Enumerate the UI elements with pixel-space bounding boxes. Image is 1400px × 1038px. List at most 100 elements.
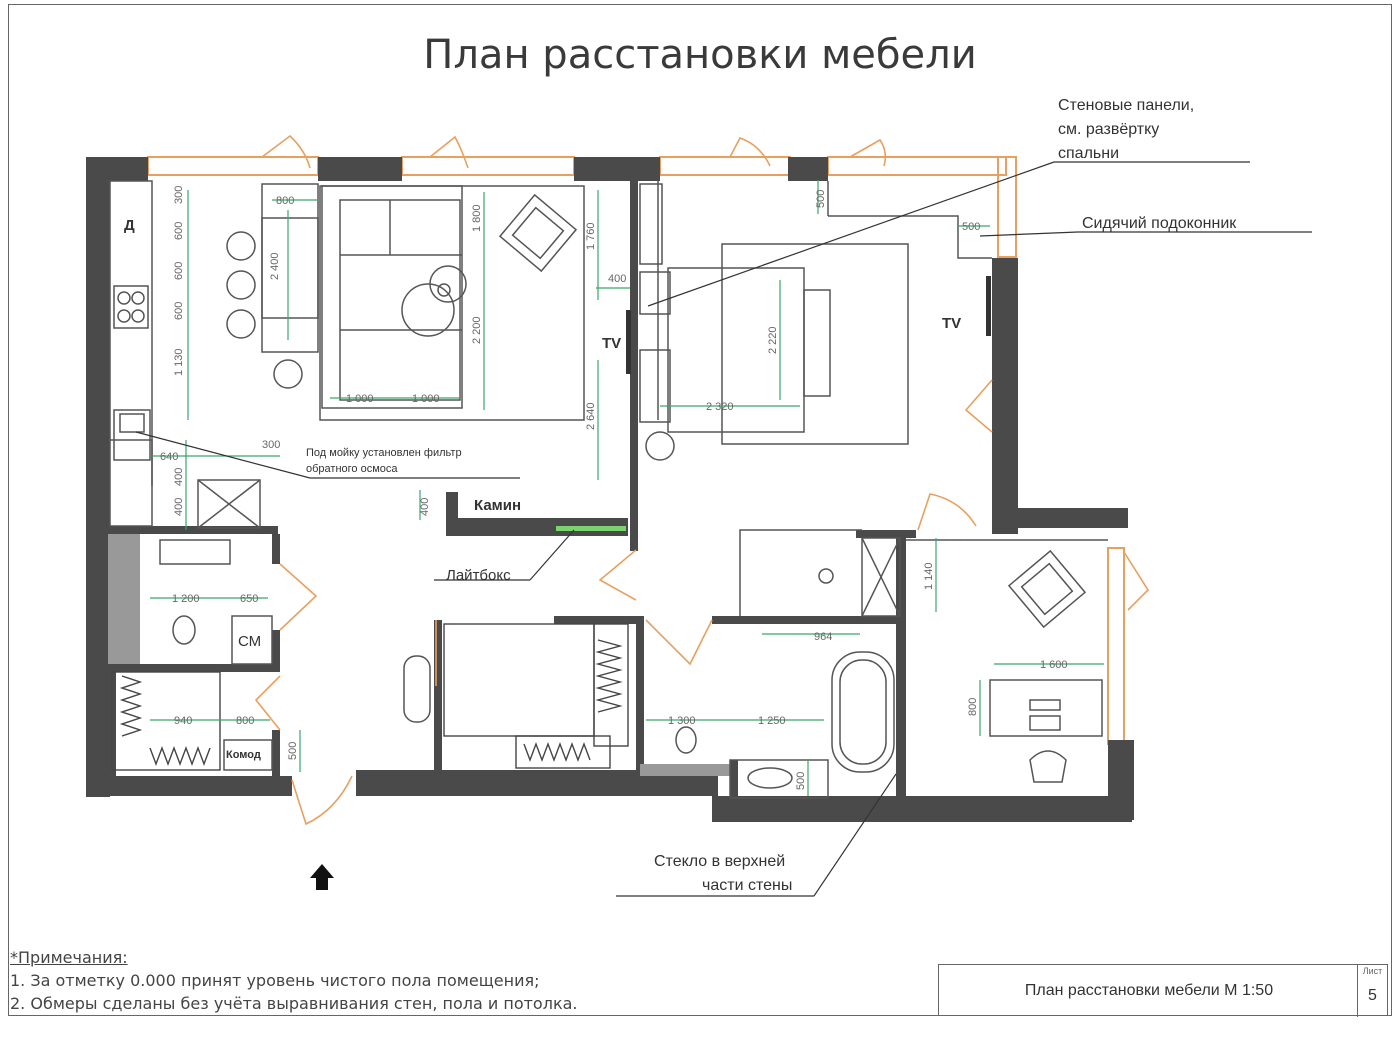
notes-line-1: 1. За отметку 0.000 принят уровень чисто… [10, 971, 540, 990]
window-bedroom-2 [827, 156, 1007, 176]
nightstand-2 [639, 349, 671, 423]
window-corner [997, 156, 1017, 258]
dim-text: 1 200 [172, 593, 200, 605]
dresser-box [223, 739, 273, 771]
bar-stool-4 [273, 359, 303, 389]
bench [403, 655, 431, 723]
dim-text: 300 [173, 186, 185, 204]
nightstand-1 [639, 271, 671, 315]
walls [86, 157, 1134, 822]
coffee-table-1 [401, 283, 455, 337]
window-living-1 [147, 156, 319, 176]
dim-text: 400 [173, 468, 185, 486]
washer-label: СМ [238, 633, 261, 650]
tv-label-1: TV [602, 335, 621, 352]
title-block: План расстановки мебели М 1:50 Лист 5 [938, 964, 1388, 1017]
dim-text: 1 130 [173, 348, 185, 376]
lightbox-label: Лайтбокс [446, 567, 511, 584]
dresser-label: Комод [226, 749, 261, 761]
fireplace-wall [446, 518, 628, 536]
dimension-lines [150, 180, 1104, 796]
glass-note-2: части стены [702, 877, 792, 894]
tv-panel-1 [626, 310, 631, 374]
kitchen-cabinet [197, 479, 261, 529]
leader-lines [135, 161, 1312, 897]
window-seat-label: Сидячий подоконник [1082, 215, 1237, 232]
entrance-arrow-icon [310, 864, 334, 890]
filter-note-1: Под мойку установлен фильтр [306, 447, 462, 459]
dim-text: 400 [608, 273, 626, 285]
filter-note-2: обратного осмоса [306, 463, 398, 475]
window-living-2 [401, 156, 575, 176]
sheet-cell: Лист 5 [1357, 965, 1387, 1017]
dim-text: 1 800 [471, 204, 483, 232]
toilet-master [675, 726, 697, 754]
dim-text: 800 [967, 698, 979, 716]
drawing-frame [8, 4, 1392, 1016]
wall-top-mid1 [318, 157, 402, 181]
bar-stool-1 [226, 231, 256, 261]
doors [254, 134, 1150, 826]
cooktop [113, 285, 149, 329]
fridge-label: Д [124, 217, 135, 234]
plan-title: План расстановки мебели [423, 32, 977, 78]
living-rug [319, 185, 585, 421]
bed-headboard [803, 289, 831, 397]
wall-top-mid2 [574, 157, 660, 181]
wardrobes [111, 623, 629, 771]
fireplace-label: Камин [474, 497, 521, 514]
wall-bottom-right [712, 796, 1132, 822]
wardrobe-zigzag-3 [595, 639, 623, 713]
dim-text: 500 [962, 221, 980, 233]
washer-box [231, 615, 273, 665]
toilet-guest [172, 615, 196, 645]
dim-text: 2 200 [471, 316, 483, 344]
dim-text: 800 [276, 195, 294, 207]
armchair-living [498, 193, 578, 273]
dim-text: 1 760 [585, 222, 597, 250]
sink-guest [159, 539, 231, 565]
sink-master [747, 767, 793, 789]
dim-text: 2 400 [269, 252, 281, 280]
double-bed [667, 267, 805, 433]
window-office [1107, 547, 1125, 745]
sheet-label: Лист [1362, 966, 1383, 976]
bath-office-furniture [159, 539, 1103, 789]
wall-panels-label-1: Стеновые панели, [1058, 97, 1194, 114]
notes-block: *Примечания: 1. За отметку 0.000 принят … [10, 946, 578, 1015]
interior-lines [108, 180, 1108, 799]
dim-text: 500 [287, 742, 299, 760]
bar-stool-2 [226, 270, 256, 300]
dim-text: 2 640 [585, 402, 597, 430]
tv-units [626, 276, 991, 374]
lightbox-strip [556, 526, 626, 531]
wall-top-mid3 [788, 157, 828, 181]
dim-text: 600 [173, 262, 185, 280]
dim-text: 400 [173, 498, 185, 516]
dim-text: 1 300 [668, 715, 696, 727]
dim-text: 400 [419, 498, 431, 516]
dim-text: 964 [814, 631, 832, 643]
dim-text: 500 [795, 772, 807, 790]
sheet-number: 5 [1368, 987, 1377, 1004]
shower-box [861, 537, 901, 617]
office-chair [1029, 750, 1067, 783]
wall-panels-label-2: см. развёртку [1058, 121, 1159, 138]
coffee-table-2 [429, 265, 467, 303]
dim-text: 1 140 [923, 562, 935, 590]
wall-panels-label-3: спальни [1058, 145, 1119, 162]
wall-living-bedroom [630, 181, 638, 551]
kitchen-sink [113, 409, 151, 461]
desk [989, 679, 1103, 737]
dim-text: 1 000 [346, 393, 374, 405]
bathtub [831, 651, 895, 773]
wardrobe-zigzag-2 [149, 746, 211, 766]
title-block-text: План расстановки мебели М 1:50 [1024, 982, 1274, 999]
dim-text: 640 [160, 451, 178, 463]
bar-stool-3 [226, 309, 256, 339]
bedroom-stool [645, 431, 675, 461]
door-swing-1 [261, 134, 311, 169]
dim-text: 500 [815, 190, 827, 208]
bedroom-furniture [639, 183, 909, 445]
